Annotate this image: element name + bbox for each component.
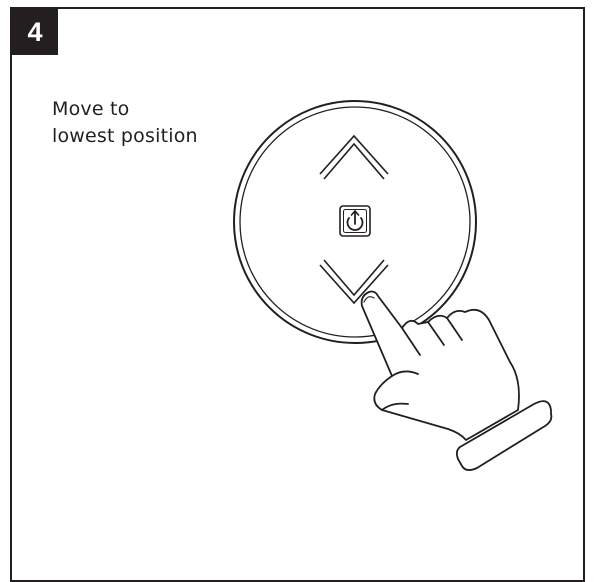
power-icon	[340, 206, 370, 236]
up-arrow-icon	[320, 136, 388, 179]
pointing-hand-icon	[362, 292, 552, 471]
remote-illustration	[0, 0, 595, 565]
